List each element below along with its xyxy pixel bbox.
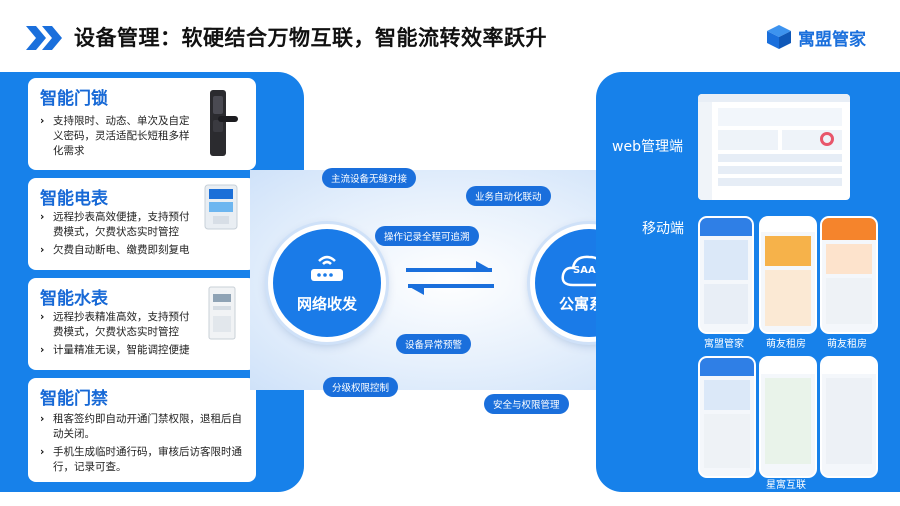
feature-pill: 分级权限控制 [323,377,399,397]
system-panel: web管理端 移动端 寓盟管家 萌友租房 萌友租房 [596,72,900,492]
app-preview-3 [820,216,878,334]
app-preview-1 [698,216,754,334]
feature-pill: 操作记录全程可追溯 [375,226,479,246]
device-feature: ›欠费自动断电、缴费即刻复电 [40,244,190,256]
header-chevrons [26,24,70,56]
feature-pill: 安全与权限管理 [484,394,569,414]
device-card-water-meter: 智能水表 ›远程抄表精准高效，支持预付费模式，欠费状态实时管控 ›计量精准无误，… [28,278,256,370]
device-feature: ›远程抄表高效便捷，支持预付费模式，欠费状态实时管控 [40,211,190,238]
device-feature: ›远程抄表精准高效，支持预付费模式，欠费状态实时管控 [40,311,190,338]
device-title: 智能电表 [40,189,108,209]
electric-meter-icon [204,184,238,234]
smart-lock-icon [200,88,240,162]
router-icon [311,255,343,281]
device-feature: ›支持限时、动态、单次及自定义密码，灵活适配长短租多样化需求 [40,115,190,157]
saas-text: SAAS [573,265,603,276]
device-feature: ›租客签约即自动开通门禁权限，退租后自动关闭。 [40,413,242,440]
brand-logo: 寓盟管家 [766,24,866,50]
mobile-label: 移动端 [642,221,684,237]
app-label: 星寓互联 [766,480,806,491]
web-dashboard-preview [698,94,850,200]
feature-pill: 主流设备无缝对接 [322,168,417,188]
device-feature: ›手机生成临时通行码，审核后访客限时通行，记录可查。 [40,446,242,473]
feature-pill: 业务自动化联动 [466,186,551,206]
app-label: 萌友租房 [827,339,867,350]
device-card-lock: 智能门锁 ›支持限时、动态、单次及自定义密码，灵活适配长短租多样化需求 [28,78,256,170]
network-node: 网络收发 [268,224,386,342]
device-feature: ›计量精准无误，智能调控便捷 [40,344,190,356]
device-title: 智能门锁 [40,89,108,109]
page-title: 设备管理：软硬结合万物互联，智能流转效率跃升 [74,26,547,50]
device-card-electric-meter: 智能电表 ›远程抄表高效便捷，支持预付费模式，欠费状态实时管控 ›欠费自动断电、… [28,178,256,270]
app-preview-4 [698,356,756,478]
app-preview-2 [759,216,817,334]
device-title: 智能水表 [40,289,108,309]
feature-pill: 设备异常预警 [396,334,472,354]
app-preview-5 [759,356,817,478]
web-label: web管理端 [612,139,683,155]
exchange-arrows-icon [402,258,498,302]
water-meter-icon [208,286,236,344]
cube-icon [767,25,791,49]
brand-name: 寓盟管家 [798,29,866,50]
device-panel: 智能门锁 ›支持限时、动态、单次及自定义密码，灵活适配长短租多样化需求 智能电表… [0,72,304,492]
network-label: 网络收发 [296,295,357,313]
device-card-access-control: 智能门禁 ›租客签约即自动开通门禁权限，退租后自动关闭。 ›手机生成临时通行码，… [28,378,256,482]
device-title: 智能门禁 [40,389,108,409]
app-label: 寓盟管家 [704,339,744,350]
app-label: 萌友租房 [766,339,806,350]
app-preview-6 [820,356,878,478]
